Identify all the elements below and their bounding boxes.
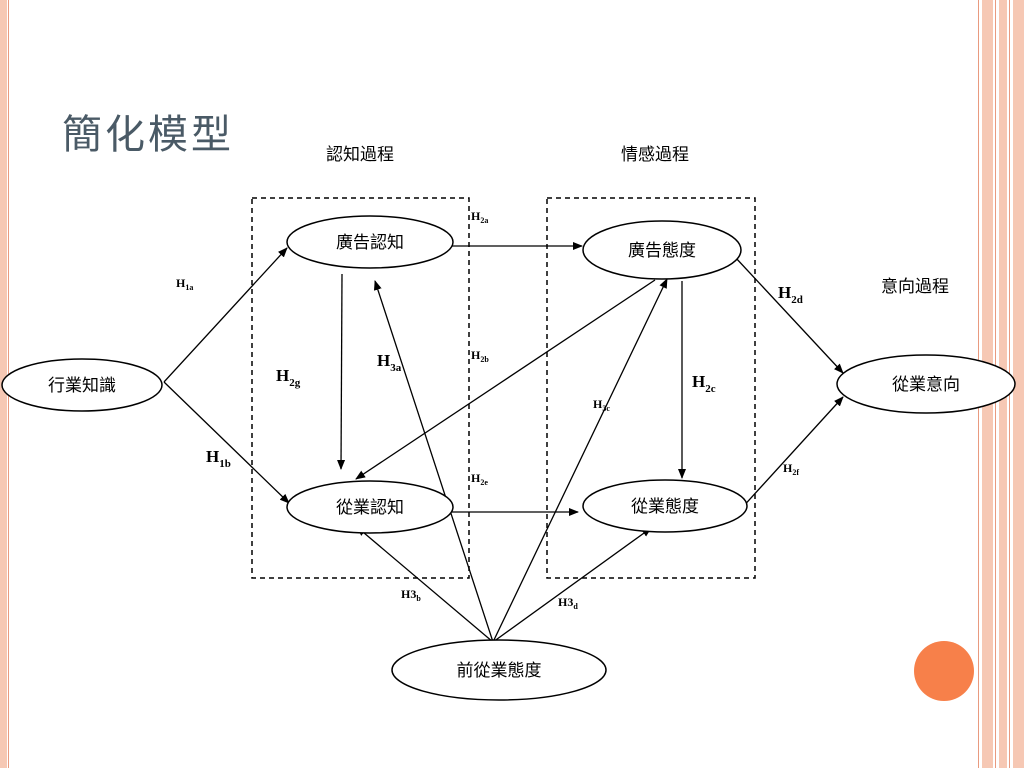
hypothesis-h3c-label: H3c (593, 397, 610, 413)
arrow-h1a (163, 247, 288, 383)
hypothesis-h1a-label: H1a (176, 276, 193, 292)
affective-process-label: 情感過程 (621, 145, 689, 165)
label-industry-knowledge: 行業知識 (48, 376, 116, 396)
hypothesis-h2f-label: H2f (783, 461, 799, 477)
node-career-attitude (582, 479, 748, 533)
hypothesis-h3a-label: H3a (377, 351, 402, 374)
arrow-h1b (163, 381, 290, 504)
intention-process-label: 意向過程 (881, 277, 949, 297)
arrow-h2b (355, 279, 656, 480)
hypothesis-h2c-label: H2c (692, 372, 716, 395)
arrow-h2d (734, 256, 844, 374)
node-ad-cognition (286, 215, 454, 269)
affective-process-box (546, 197, 756, 579)
arrow-h3d (492, 527, 652, 643)
node-career-intention (836, 354, 1016, 414)
hypothesis-h2a-label: H2a (471, 209, 488, 225)
hypothesis-h2b-label: H2b (471, 348, 489, 364)
node-career-cognition (286, 480, 454, 534)
hypothesis-h3b-label: H3b (401, 587, 421, 603)
label-ad-cognition: 廣告認知 (336, 233, 404, 253)
label-career-attitude: 從業態度 (631, 497, 699, 517)
node-ad-attitude (582, 220, 742, 280)
hypothesis-h2d-label: H2d (778, 283, 803, 306)
hypothesis-h1b-label: H1b (206, 447, 231, 470)
cognitive-process-label: 認知過程 (326, 145, 394, 165)
hypothesis-h3d-label: H3d (558, 595, 578, 611)
cognitive-process-box (251, 197, 470, 579)
label-prior-career-attitude: 前從業態度 (457, 661, 542, 681)
arrow-h2g (337, 273, 346, 470)
arrow-h3c (492, 278, 668, 643)
arrow-h3a (373, 280, 494, 643)
hypothesis-h2e-label: H2e (471, 471, 488, 487)
node-prior-career-attitude (391, 639, 607, 701)
arrow-h3b (356, 526, 494, 643)
orange-circle-decoration (914, 641, 974, 701)
label-career-intention: 從業意向 (892, 375, 960, 395)
arrow-h2f (739, 396, 844, 511)
label-career-cognition: 從業認知 (336, 498, 404, 518)
hypothesis-h2g-label: H2g (276, 366, 301, 389)
slide-title: 簡化模型 (62, 112, 234, 158)
node-industry-knowledge (1, 358, 163, 412)
label-ad-attitude: 廣告態度 (628, 241, 696, 261)
